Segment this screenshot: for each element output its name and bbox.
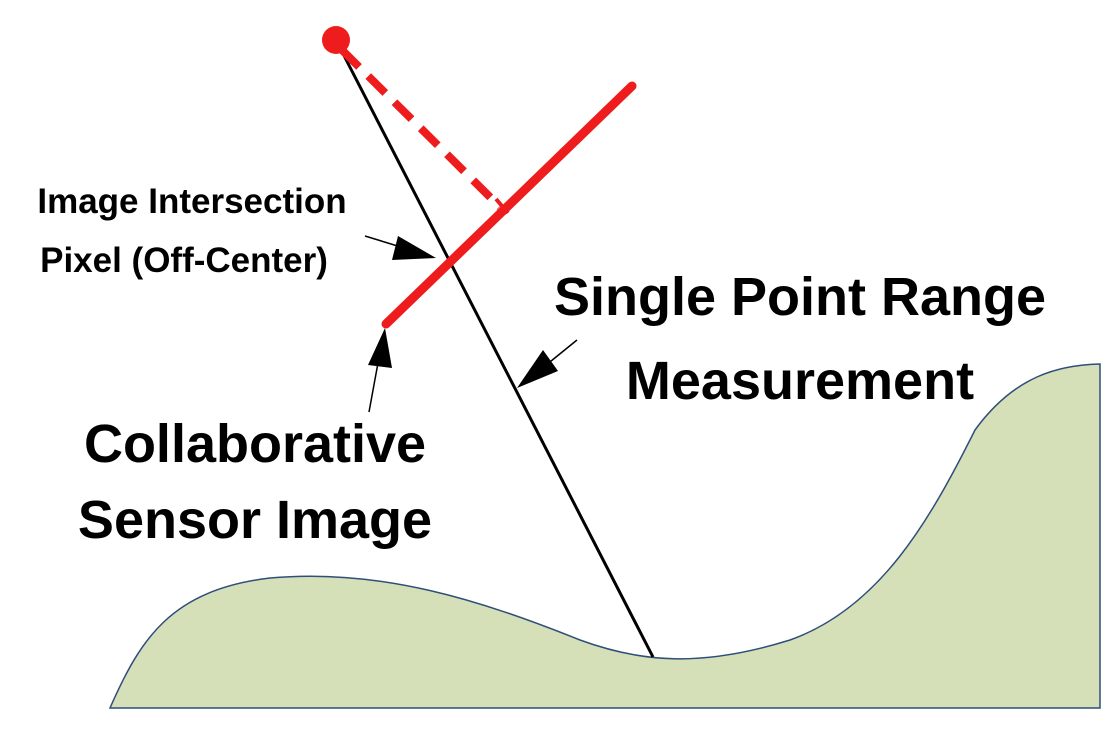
intersection-label-line2: Pixel (Off-Center) <box>40 241 328 280</box>
terrain <box>108 363 1101 709</box>
sensor-origin-dot <box>322 26 350 54</box>
projection-dashed-line <box>339 47 503 210</box>
sensor-label-line1: Collaborative <box>84 414 426 474</box>
sensor-arrowhead <box>368 328 392 368</box>
intersection-arrowhead <box>392 236 436 260</box>
sensor-image-plane <box>381 81 637 329</box>
range-label-line2: Measurement <box>626 351 974 411</box>
intersection-label-line1: Image Intersection <box>37 182 346 221</box>
sensor-label-line2: Sensor Image <box>78 490 432 550</box>
range-label-line1: Single Point Range <box>554 267 1046 327</box>
range-measurement-ray <box>334 39 655 658</box>
range-arrowhead <box>517 350 558 388</box>
